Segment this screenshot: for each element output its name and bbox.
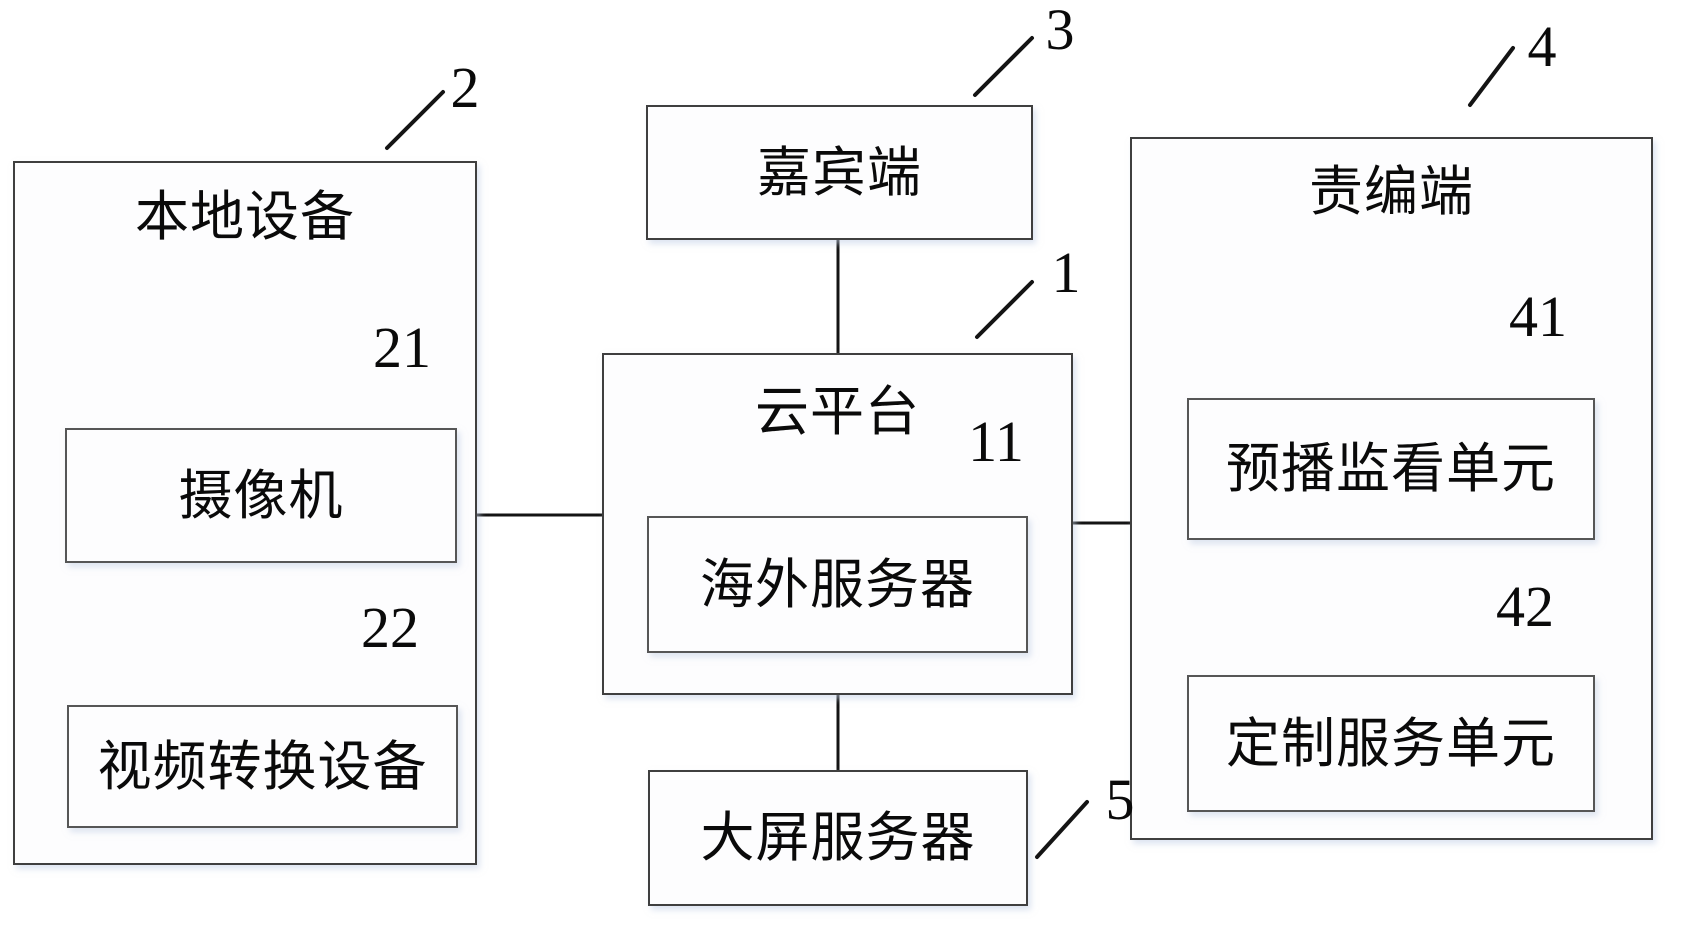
block-preview-monitor-unit-title: 预播监看单元	[1226, 439, 1556, 499]
ref-label-big-screen-server: 5	[1105, 767, 1135, 832]
block-video-converter: 视频转换设备	[67, 705, 458, 828]
block-big-screen-server: 大屏服务器	[648, 770, 1028, 906]
ref-label-editor-terminal: 4	[1527, 14, 1557, 79]
ref-label-custom-service-unit: 42	[1496, 574, 1554, 639]
ref-label-cloud-platform: 1	[1051, 240, 1081, 305]
block-guest-terminal: 嘉宾端	[646, 105, 1033, 240]
leader-line-ref-3	[973, 36, 1034, 97]
leader-line-ref-2	[385, 90, 445, 150]
leader-line-ref-4	[1468, 46, 1515, 107]
ref-label-local-device: 2	[450, 55, 480, 120]
block-local-device-title: 本地设备	[135, 187, 355, 247]
leader-line-ref-1	[975, 280, 1034, 339]
block-camera-title: 摄像机	[178, 465, 344, 526]
block-big-screen-server-title: 大屏服务器	[700, 808, 976, 868]
block-cloud-platform-title: 云平台	[755, 382, 920, 442]
block-guest-terminal-title: 嘉宾端	[757, 142, 922, 203]
block-preview-monitor-unit: 预播监看单元	[1187, 398, 1595, 540]
block-overseas-server-title: 海外服务器	[700, 554, 975, 615]
block-editor-terminal-title: 责编端	[1309, 162, 1474, 222]
ref-label-preview-monitor-unit: 41	[1509, 284, 1567, 349]
ref-label-overseas-server: 11	[968, 409, 1024, 474]
leader-line-ref-5	[1035, 800, 1089, 859]
block-overseas-server: 海外服务器	[647, 516, 1028, 653]
block-custom-service-unit: 定制服务单元	[1187, 675, 1595, 812]
block-custom-service-unit-title: 定制服务单元	[1226, 713, 1556, 774]
block-camera: 摄像机	[65, 428, 457, 563]
ref-label-guest-terminal: 3	[1045, 0, 1075, 62]
ref-label-video-converter: 22	[361, 595, 419, 660]
ref-label-camera: 21	[373, 315, 431, 380]
block-video-converter-title: 视频转换设备	[97, 736, 428, 797]
